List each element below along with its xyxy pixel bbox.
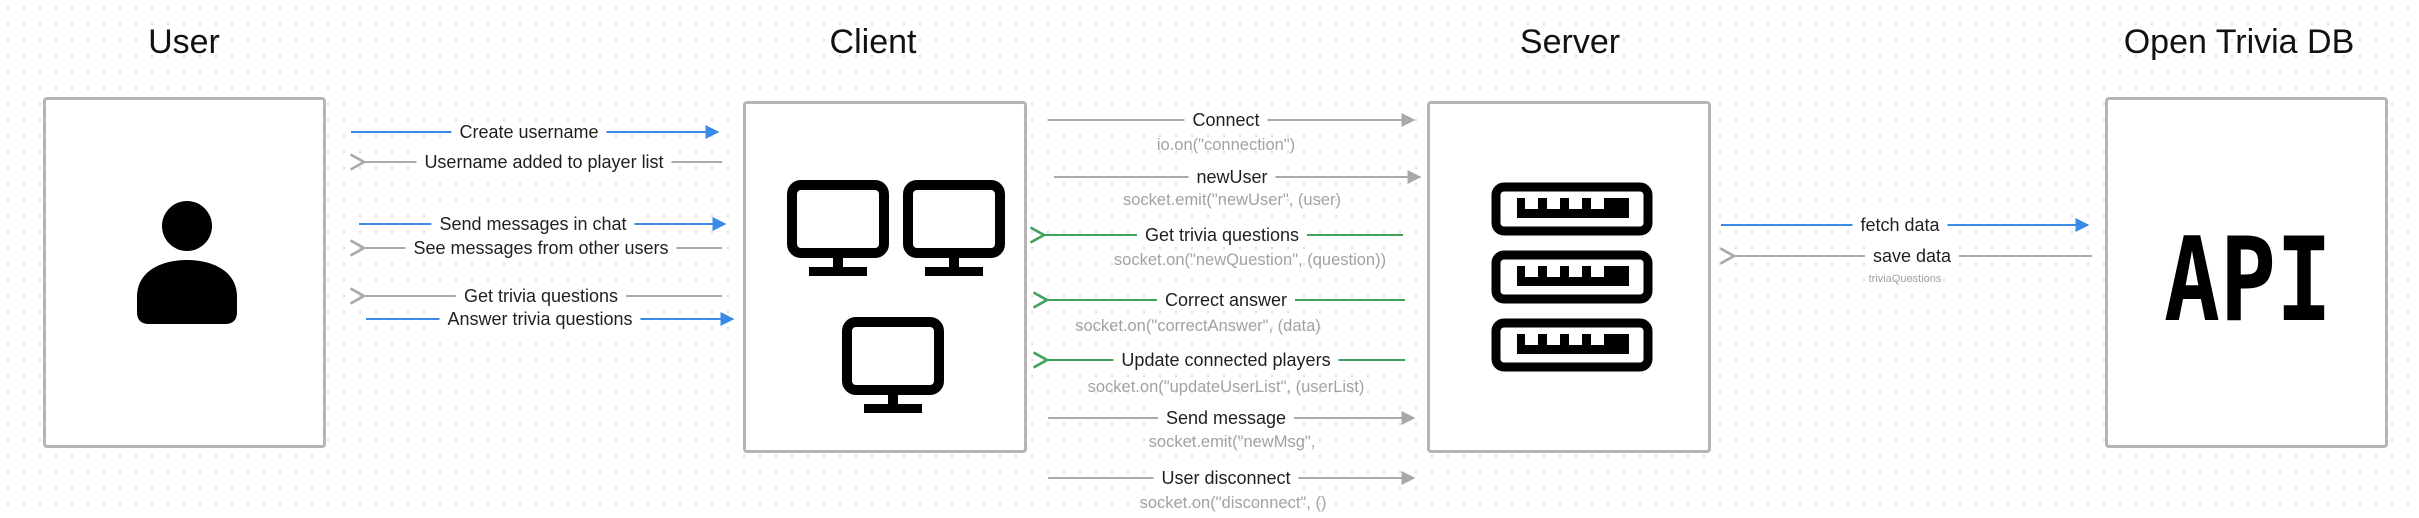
fetch-data-label: fetch data: [1852, 214, 1948, 236]
user-heading: User: [148, 23, 220, 61]
get-trivia-user-label: Get trivia questions: [455, 285, 627, 307]
monitor-icon: [787, 180, 889, 276]
client-box: [743, 101, 1027, 453]
update-players-label: Update connected players: [1113, 349, 1339, 371]
create-username-label: Create username: [451, 121, 607, 143]
server-icon: [1491, 182, 1653, 372]
new-user-code: socket.emit("newUser", (user): [1122, 191, 1342, 209]
user-disconnect-code: socket.on("disconnect", (): [1139, 494, 1327, 512]
see-messages-label: See messages from other users: [405, 237, 677, 259]
update-players-code: socket.on("updateUserList", (userList): [1087, 378, 1365, 396]
get-trivia-server-label: Get trivia questions: [1136, 224, 1308, 246]
user-box: [43, 97, 326, 448]
connect-code: io.on("connection"): [1156, 136, 1296, 154]
client-heading: Client: [829, 23, 917, 61]
trivia-db-box: API: [2105, 97, 2388, 448]
trivia-db-heading: Open Trivia DB: [2123, 23, 2355, 61]
user-icon: [137, 201, 237, 324]
server-heading: Server: [1519, 23, 1621, 61]
send-message-code: socket.emit("newMsg",: [1148, 433, 1316, 451]
server-box: [1427, 101, 1711, 453]
correct-answer-label: Correct answer: [1156, 289, 1296, 311]
get-trivia-server-code: socket.on("newQuestion", (question)): [1113, 251, 1387, 269]
new-user-label: newUser: [1188, 166, 1276, 188]
connect-label: Connect: [1184, 109, 1268, 131]
api-label: API: [2164, 227, 2332, 327]
monitor-icon: [903, 180, 1005, 276]
save-data-label: save data: [1864, 245, 1960, 267]
send-messages-label: Send messages in chat: [431, 213, 635, 235]
save-data-code: triviaQuestions: [1868, 273, 1942, 285]
api-icon: API: [2164, 227, 2332, 327]
user-disconnect-label: User disconnect: [1153, 467, 1299, 489]
correct-answer-code: socket.on("correctAnswer", (data): [1075, 317, 1321, 335]
monitor-icon: [842, 317, 944, 413]
answer-trivia-label: Answer trivia questions: [439, 308, 641, 330]
username-added-label: Username added to player list: [416, 151, 672, 173]
send-message-label: Send message: [1157, 407, 1295, 429]
